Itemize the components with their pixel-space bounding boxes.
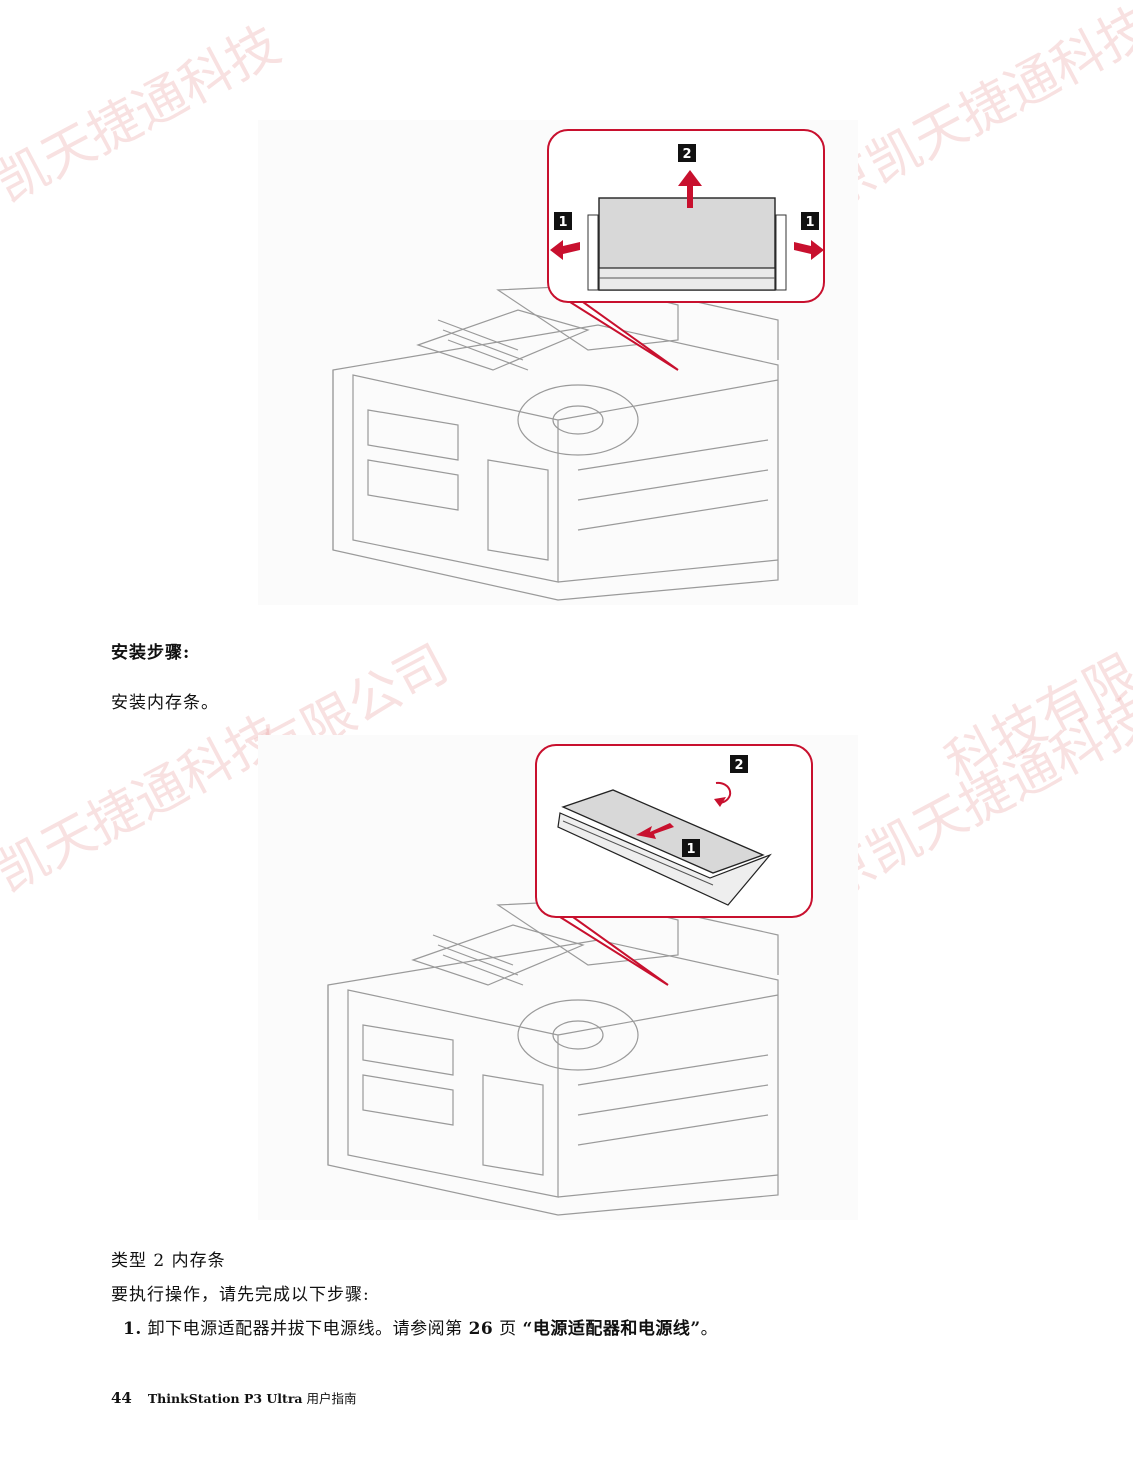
type2-intro: 要执行操作，请先完成以下步骤: [111, 1285, 370, 1305]
badge-1-label: 1 [686, 842, 695, 857]
arrow-rotate-icon [715, 781, 732, 804]
step-text: 卸下电源适配器并拔下电源线。请参阅第 [147, 1319, 463, 1339]
type2-title: 类型 2 内存条 [111, 1251, 226, 1271]
arrow-right-icon [794, 240, 824, 260]
right-latch [775, 214, 787, 291]
badge-2-label: 2 [682, 147, 691, 162]
chassis-illustration [327, 899, 779, 1216]
badge-1-left [554, 212, 572, 230]
step-end: 。 [700, 1319, 719, 1339]
badge-1-left-label: 1 [558, 215, 567, 230]
page-number: 44 [111, 1389, 132, 1407]
badge-2 [678, 144, 696, 162]
badge-1-right-label: 1 [805, 215, 814, 230]
badge-1 [682, 839, 700, 857]
footer-suffix: 用户指南 [306, 1391, 357, 1406]
chassis-illustration [332, 284, 779, 601]
figure-remove-memory: 2 1 1 [258, 120, 858, 605]
memory-module [561, 789, 765, 874]
watermark-text: 凯天捷通科技 [0, 704, 290, 905]
step-page-word: 页 [499, 1319, 517, 1339]
step-number: 1. [123, 1319, 142, 1339]
arrow-insert-icon [636, 823, 674, 839]
step-1: 1. 卸下电源适配器并拔下电源线。请参阅第 26 页 “电源适配器和电源线”。 [123, 1314, 718, 1339]
step-reference[interactable]: “电源适配器和电源线” [522, 1319, 701, 1339]
arrow-left-icon [550, 240, 580, 260]
figure-install-memory: 2 1 [258, 735, 858, 1220]
badge-1-right [801, 212, 819, 230]
footer-title: ThinkStation P3 Ultra [147, 1391, 303, 1406]
section-text: 安装内存条。 [111, 693, 219, 713]
left-latch [587, 214, 599, 291]
section-heading: 安装步骤: [111, 643, 191, 663]
badge-2-label: 2 [734, 758, 743, 773]
page-footer: 44 ThinkStation P3 Ultra 用户指南 [111, 1388, 357, 1407]
memory-slot [557, 812, 772, 906]
watermark-text: 科技有限 [936, 643, 1133, 795]
badge-2 [730, 755, 748, 773]
watermark-text: 凯天捷通科技 [0, 14, 290, 215]
arrow-up-icon [678, 170, 702, 208]
step-page-link[interactable]: 26 [468, 1319, 494, 1339]
